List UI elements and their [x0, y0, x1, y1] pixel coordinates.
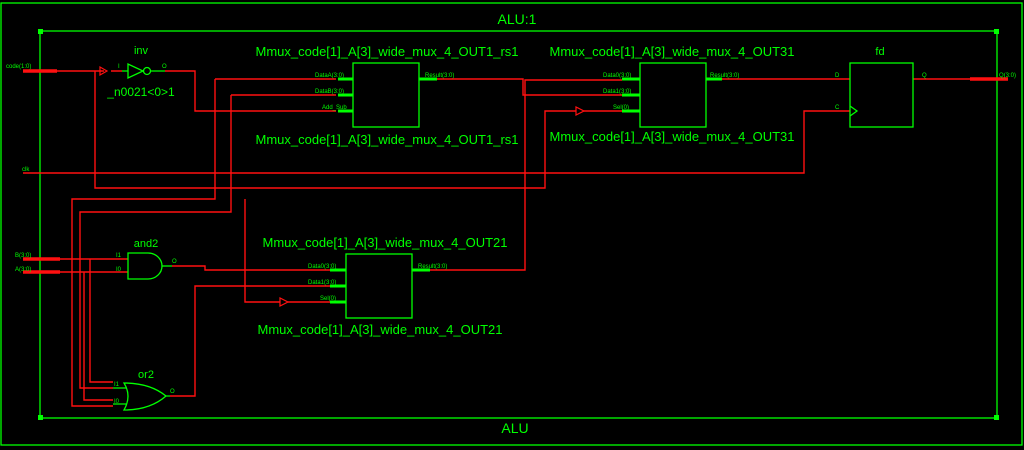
- mux3-pin-a: Data0(3:0): [603, 73, 631, 79]
- mux2-pin-c: Sel(0): [320, 296, 336, 302]
- corner-handle[interactable]: [38, 415, 43, 420]
- inv-pin-in: I: [118, 64, 120, 70]
- clock-edge-icon: [849, 105, 859, 117]
- mux1-pins: [338, 77, 437, 113]
- a-loop-wire[interactable]: [71, 79, 216, 407]
- inv-out-wire[interactable]: [165, 70, 336, 112]
- corner-handle[interactable]: [38, 29, 43, 34]
- mux2-bottom-label: Mmux_code[1]_A[3]_wide_mux_4_OUT21: [258, 322, 503, 337]
- port-code-label: code(1:0): [6, 64, 31, 70]
- fd-pin-c: C: [835, 105, 840, 111]
- code-wire-to-sel[interactable]: [94, 71, 576, 189]
- and2-pin-i0: I0: [116, 267, 122, 273]
- mux1-result-wire[interactable]: [437, 78, 622, 96]
- inv-label: _n0021<0>1: [106, 85, 175, 99]
- mux1-block[interactable]: [352, 62, 420, 128]
- inv-title: inv: [134, 45, 149, 57]
- mux1-pin-a: DataA(3:0): [315, 73, 344, 79]
- window-title: ALU:1: [498, 11, 537, 27]
- or2-pin-o: O: [170, 389, 175, 395]
- mux2-pin-a: Data0(3:0): [308, 264, 336, 270]
- inverter-gate[interactable]: [122, 62, 165, 80]
- inverter-bubble-icon: [142, 66, 152, 76]
- mux1-pin-c: Add_Sub: [322, 105, 347, 111]
- port-clk-label: clk: [22, 167, 30, 173]
- and-gate-icon: [127, 252, 163, 280]
- mux1-pin-out: Result(3:0): [425, 73, 454, 79]
- port-a-label: A(3:0): [15, 267, 31, 273]
- corner-handle[interactable]: [994, 29, 999, 34]
- mux3-pin-out: Result(3:0): [710, 73, 739, 79]
- fd-pin-q: Q: [922, 73, 927, 79]
- or2-title: or2: [138, 369, 154, 381]
- alu-block-frame[interactable]: [39, 30, 998, 419]
- block-footer-label: ALU: [501, 420, 528, 436]
- fd-title: fd: [875, 46, 884, 58]
- and-gate[interactable]: [127, 252, 172, 280]
- port-b-label: B(3:0): [15, 253, 31, 259]
- inverter-triangle-icon: [127, 62, 145, 80]
- mux2-pin-b: Data1(3:0): [308, 280, 336, 286]
- corner-handle[interactable]: [994, 415, 999, 420]
- wire-arrow-icon: [99, 65, 109, 77]
- or-gate[interactable]: [113, 382, 170, 411]
- inv-pin-out: O: [162, 64, 167, 70]
- b-to-or-wire[interactable]: [89, 259, 113, 383]
- or2-pin-i0: I0: [114, 399, 120, 405]
- mux1-title: Mmux_code[1]_A[3]_wide_mux_4_OUT1_rs1: [255, 44, 518, 59]
- fd-pin-d: D: [835, 73, 840, 79]
- fd-block[interactable]: [849, 62, 914, 128]
- mux3-pins: [622, 77, 722, 113]
- or-gate-icon: [122, 382, 168, 411]
- mux3-title: Mmux_code[1]_A[3]_wide_mux_4_OUT31: [550, 44, 795, 59]
- wire-arrow-icon: [279, 297, 290, 307]
- sel2-wire[interactable]: [244, 199, 280, 303]
- mux2-block[interactable]: [345, 253, 413, 319]
- or-out-wire[interactable]: [170, 285, 330, 397]
- mux3-pin-c: Sel(0): [613, 105, 629, 111]
- mux3-bottom-label: Mmux_code[1]_A[3]_wide_mux_4_OUT31: [550, 129, 795, 144]
- and2-title: and2: [134, 238, 158, 250]
- mux2-title: Mmux_code[1]_A[3]_wide_mux_4_OUT21: [263, 235, 508, 250]
- wire-arrow-icon: [575, 106, 586, 116]
- and2-pin-o: O: [172, 259, 177, 265]
- mux2-result-wire[interactable]: [430, 79, 622, 271]
- mux2-pin-out: Result(3:0): [418, 264, 447, 270]
- a-to-or-wire[interactable]: [83, 272, 113, 401]
- and2-pin-i1: I1: [116, 253, 122, 259]
- mux3-pin-b: Data1(3:0): [603, 89, 631, 95]
- mux2-pins: [330, 268, 430, 304]
- mux1-bottom-label: Mmux_code[1]_A[3]_wide_mux_4_OUT1_rs1: [255, 132, 518, 147]
- or2-pin-i1: I1: [114, 382, 120, 388]
- clk-wire[interactable]: [23, 110, 850, 174]
- port-out-label: Q(3:0): [999, 73, 1016, 79]
- mux3-block[interactable]: [639, 62, 707, 128]
- mux1-pin-b: DataB(3:0): [315, 89, 344, 95]
- and-out-wire[interactable]: [172, 265, 330, 271]
